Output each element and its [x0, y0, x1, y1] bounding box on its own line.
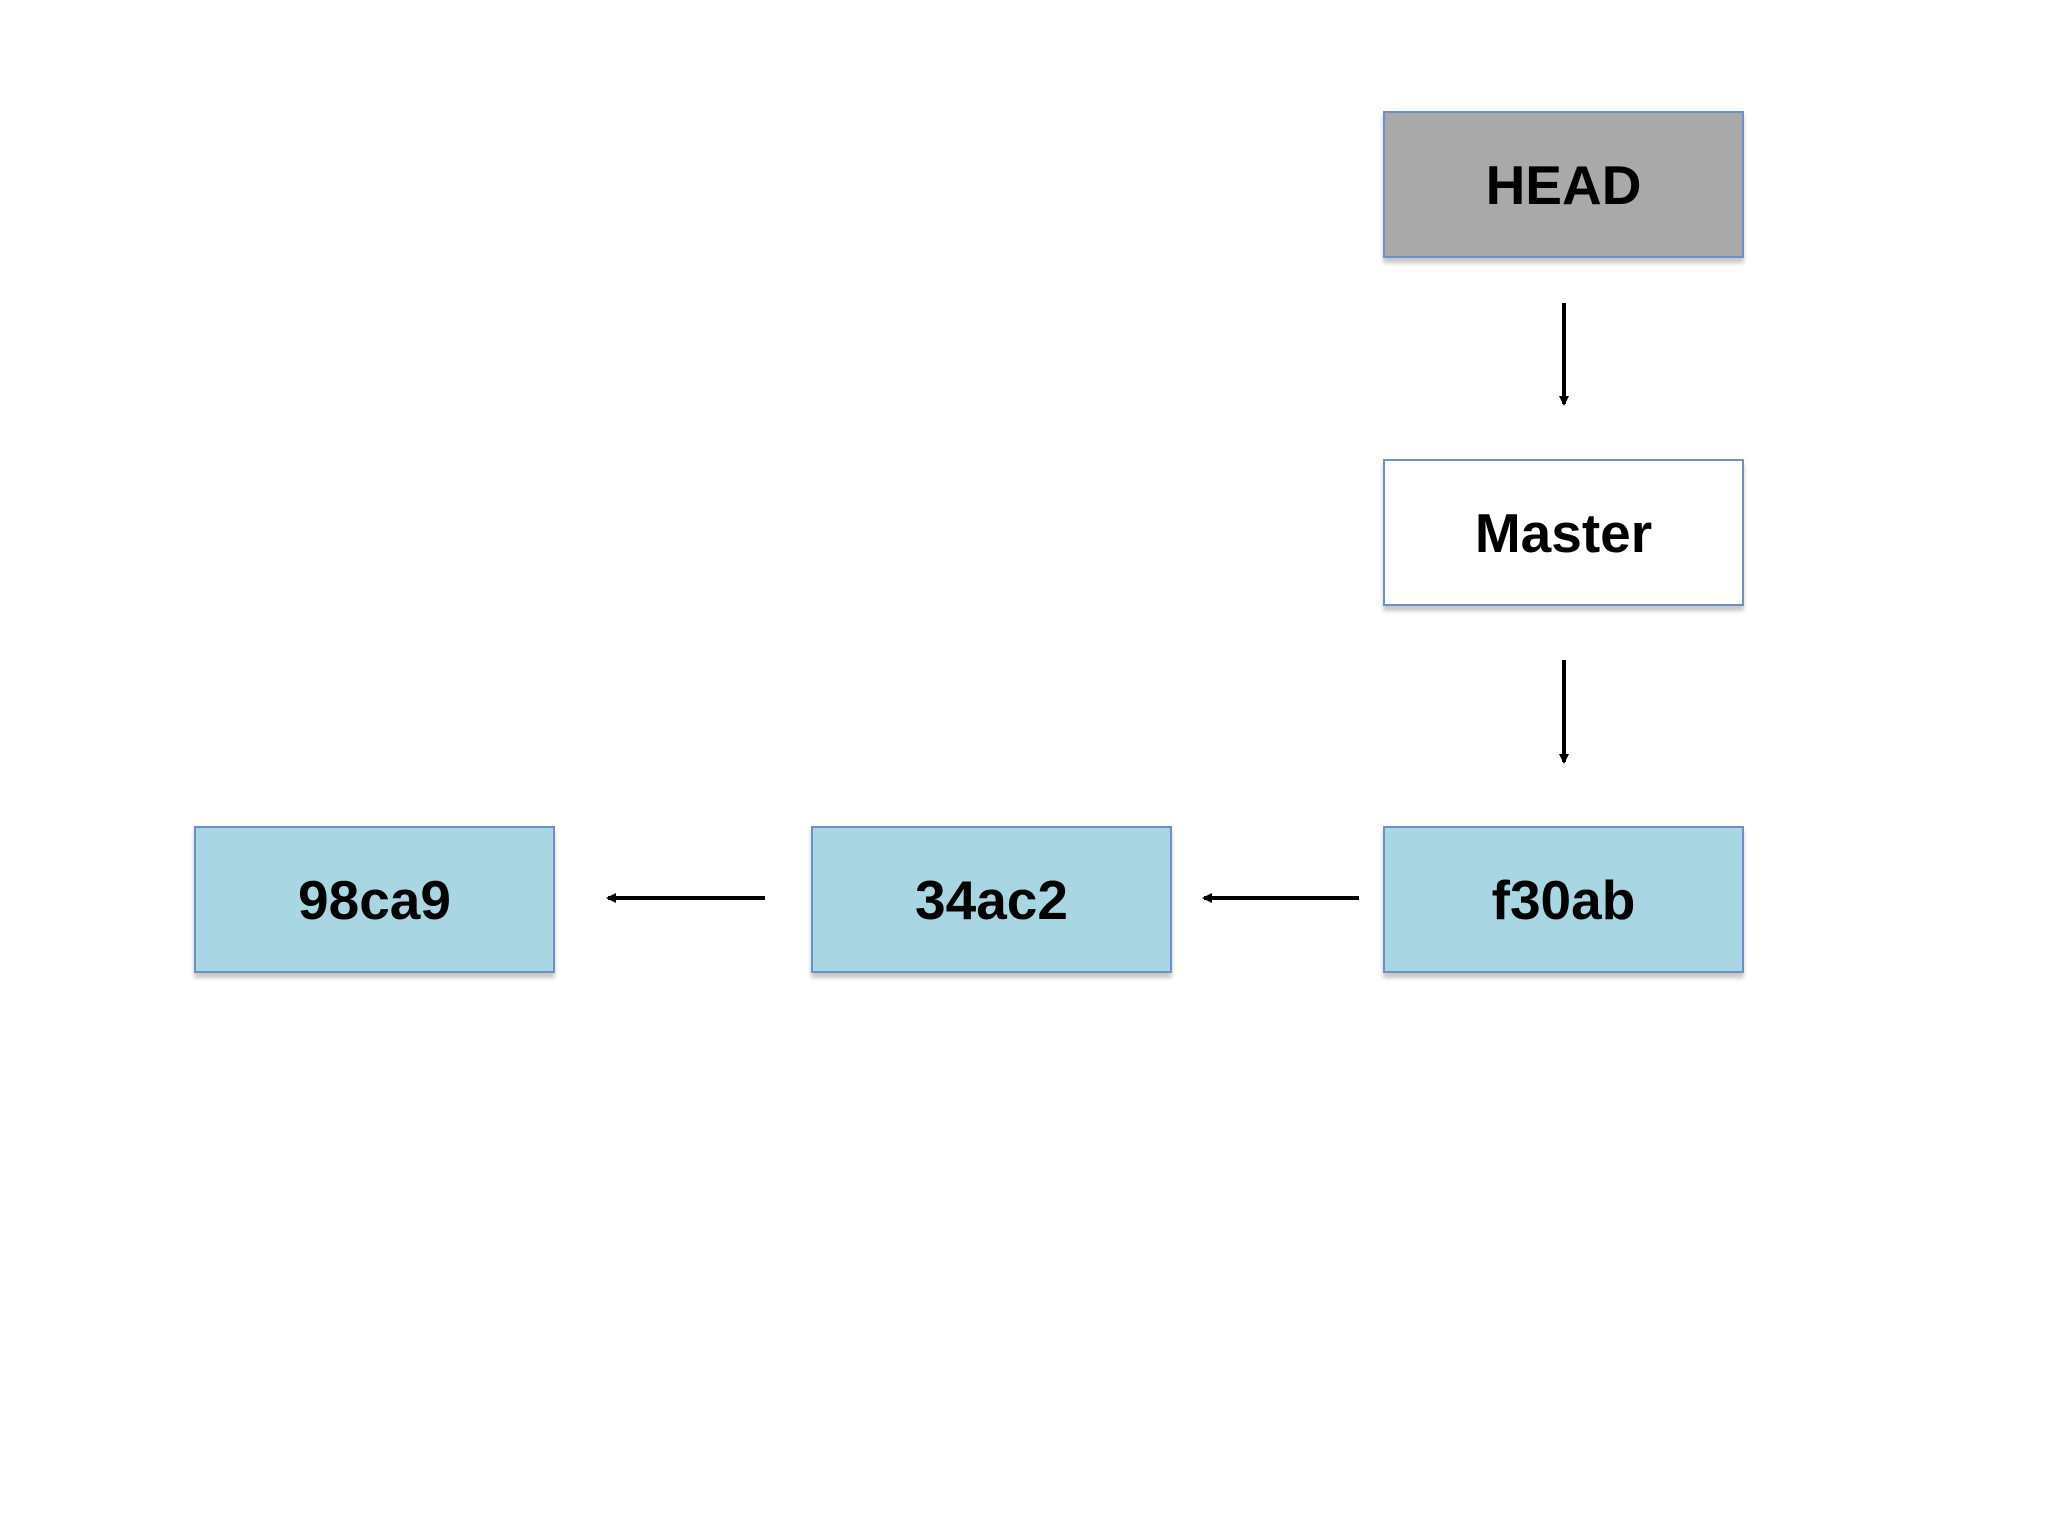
- master-branch-box: Master: [1383, 459, 1744, 606]
- master-label: Master: [1474, 501, 1653, 564]
- head-pointer-box: HEAD: [1383, 111, 1744, 258]
- commit-98ca9-label: 98ca9: [298, 868, 451, 931]
- commit-34ac2-box: 34ac2: [811, 826, 1172, 973]
- commit-34ac2-label: 34ac2: [915, 868, 1068, 931]
- commit-f30ab-box: f30ab: [1383, 826, 1744, 973]
- head-label: HEAD: [1485, 153, 1642, 216]
- commit-f30ab-label: f30ab: [1491, 868, 1636, 931]
- commit-98ca9-box: 98ca9: [194, 826, 555, 973]
